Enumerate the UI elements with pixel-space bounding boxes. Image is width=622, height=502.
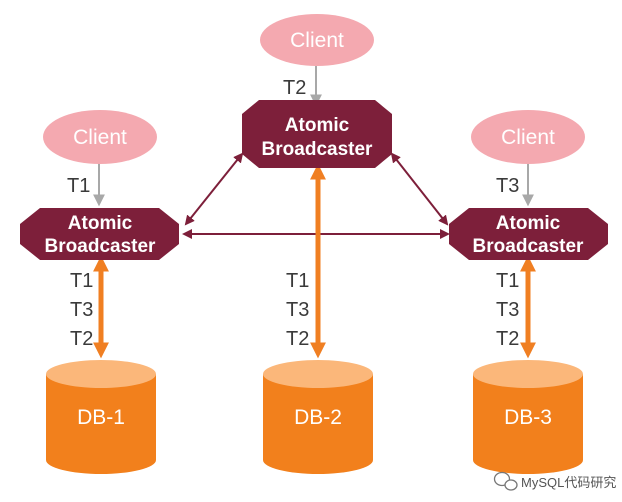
database-label: DB-1 — [77, 406, 125, 429]
order-labels-center: T1 T3 T2 — [286, 270, 309, 350]
broadcaster-node-left: Atomic Broadcaster — [20, 208, 179, 260]
database-db3: DB-3 — [473, 360, 583, 474]
client-label: Client — [290, 29, 344, 52]
client-node-left: Client — [43, 110, 157, 164]
watermark-text: MySQL代码研究 — [521, 475, 616, 490]
client-transaction-label-left: T1 — [67, 175, 90, 197]
order-label: T2 — [286, 328, 309, 350]
client-node-top: Client — [260, 14, 374, 66]
order-label: T1 — [496, 270, 519, 292]
order-label: T2 — [70, 328, 93, 350]
client-transaction-label-top: T2 — [283, 77, 306, 99]
broadcaster-label-line2: Broadcaster — [262, 139, 373, 160]
link-arrow-left-top — [184, 152, 244, 226]
order-label: T1 — [70, 270, 93, 292]
broadcaster-label-line1: Atomic — [285, 115, 350, 136]
broadcaster-node-top: Atomic Broadcaster — [242, 100, 392, 168]
broadcaster-label-line1: Atomic — [496, 213, 561, 234]
link-arrow-top-right — [390, 152, 449, 226]
order-labels-left: T1 T3 T2 — [70, 270, 93, 350]
client-label: Client — [73, 126, 127, 149]
wechat-logo-icon — [493, 471, 518, 491]
order-label: T3 — [286, 299, 309, 321]
order-label: T3 — [70, 299, 93, 321]
broadcaster-node-right: Atomic Broadcaster — [449, 208, 608, 260]
broadcaster-label-line2: Broadcaster — [45, 236, 156, 257]
order-label: T3 — [496, 299, 519, 321]
database-db1: DB-1 — [46, 360, 156, 474]
broadcaster-label-line1: Atomic — [68, 213, 133, 234]
broadcaster-label-line2: Broadcaster — [473, 236, 584, 257]
database-label: DB-2 — [294, 406, 342, 429]
client-transaction-label-right: T3 — [496, 175, 519, 197]
order-label: T2 — [496, 328, 519, 350]
database-db2: DB-2 — [263, 360, 373, 474]
watermark: MySQL代码研究 — [493, 471, 616, 491]
order-labels-right: T1 T3 T2 — [496, 270, 519, 350]
database-label: DB-3 — [504, 406, 552, 429]
order-label: T1 — [286, 270, 309, 292]
client-node-right: Client — [471, 110, 585, 164]
client-label: Client — [501, 126, 555, 149]
